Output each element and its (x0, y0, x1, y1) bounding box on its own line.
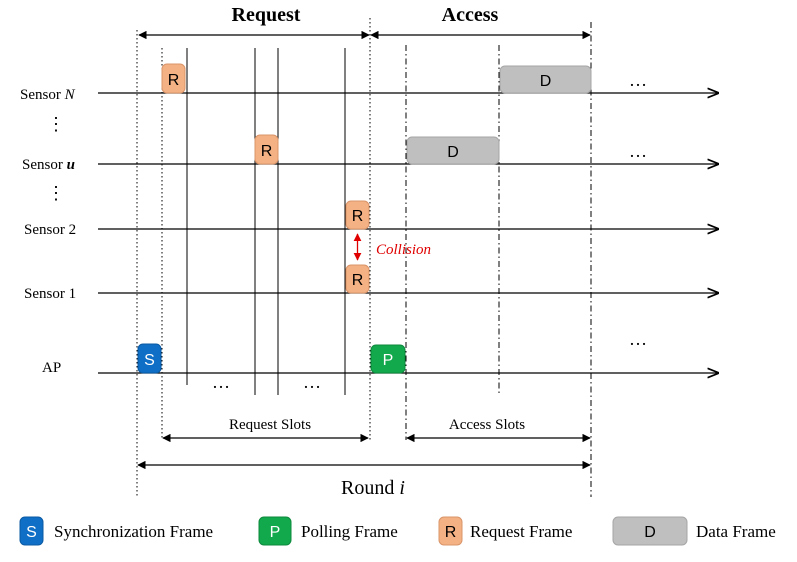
svg-text:R: R (445, 524, 457, 541)
data-frame: D (406, 136, 500, 165)
horizontal-ellipsis: … (629, 70, 647, 90)
svg-text:Synchronization Frame: Synchronization Frame (54, 522, 213, 541)
horizontal-ellipsis: … (212, 372, 230, 392)
vertical-ellipsis: ⋮ (47, 183, 65, 203)
synchronization-frame: S (137, 343, 162, 374)
polling-frame: P (370, 344, 406, 374)
horizontal-ellipsis: … (629, 141, 647, 161)
sensor-n-label: Sensor N (20, 87, 76, 103)
svg-text:R: R (168, 72, 180, 89)
svg-text:Request Frame: Request Frame (470, 522, 572, 541)
access-slots-label: Access Slots (449, 417, 525, 433)
access-phase-title: Access (442, 4, 499, 26)
svg-text:P: P (383, 352, 394, 369)
sensor-2-label: Sensor 2 (24, 222, 76, 238)
svg-text:Data Frame: Data Frame (696, 522, 776, 541)
horizontal-ellipsis: … (629, 329, 647, 349)
legend-data: D Data Frame (612, 516, 776, 546)
svg-text:P: P (270, 524, 281, 541)
request-frame: R (254, 134, 279, 165)
ap-label: AP (42, 360, 61, 376)
legend: S Synchronization Frame P Polling Frame … (19, 516, 776, 546)
sensor-1-label: Sensor 1 (24, 286, 76, 302)
request-frame-collided: R (345, 200, 370, 230)
svg-text:D: D (447, 144, 459, 161)
legend-polling: P Polling Frame (258, 516, 398, 546)
svg-text:D: D (540, 73, 552, 90)
request-slots-label: Request Slots (229, 417, 311, 433)
svg-text:Polling Frame: Polling Frame (301, 522, 398, 541)
vertical-ellipsis: ⋮ (47, 114, 65, 134)
request-phase-title: Request (232, 4, 301, 26)
request-frame: R (161, 63, 186, 94)
svg-text:R: R (352, 272, 364, 289)
horizontal-ellipsis: … (303, 372, 321, 392)
svg-text:R: R (261, 143, 273, 160)
legend-synchronization: S Synchronization Frame (19, 516, 213, 546)
collision-label: Collision (376, 242, 431, 258)
round-label: Round i (341, 477, 405, 499)
data-frame: D (499, 65, 592, 94)
sensor-u-label: Sensor u (22, 157, 75, 173)
request-frame-collided: R (345, 264, 370, 294)
legend-request: R Request Frame (438, 516, 572, 546)
svg-text:D: D (644, 524, 656, 541)
svg-text:S: S (26, 524, 37, 541)
svg-text:S: S (144, 352, 155, 369)
svg-text:R: R (352, 208, 364, 225)
